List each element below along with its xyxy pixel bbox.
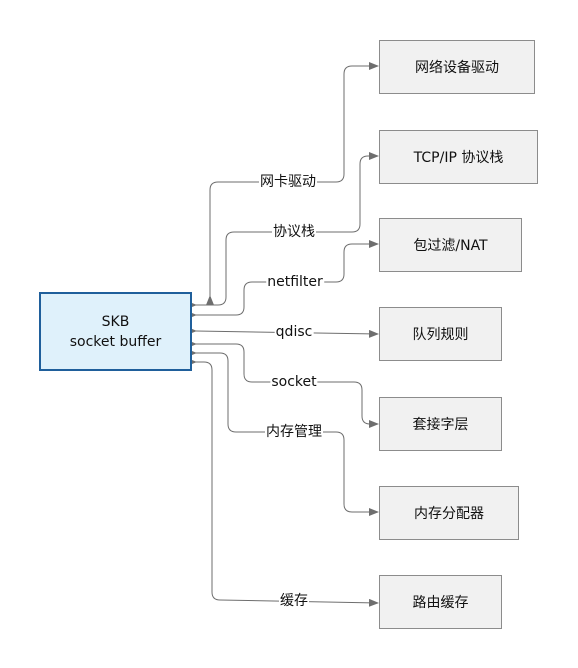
skb-node: SKB socket buffer	[39, 292, 192, 371]
target-route-cache: 路由缓存	[379, 575, 502, 629]
skb-subtitle: socket buffer	[69, 333, 162, 350]
edge-label-qdisc: qdisc	[274, 324, 314, 340]
target-tcpip-stack: TCP/IP 协议栈	[379, 130, 538, 184]
target-queue-discipline: 队列规则	[379, 307, 502, 361]
skb-title: SKB	[101, 313, 130, 330]
target-memory-allocator: 内存分配器	[379, 486, 519, 540]
edge-label-netfilter: netfilter	[266, 274, 324, 290]
target-packet-filter: 包过滤/NAT	[379, 218, 522, 272]
edge-label-protocol-stack: 协议栈	[272, 224, 316, 240]
edge-label-memory: 内存管理	[265, 424, 323, 440]
edge-label-cache: 缓存	[279, 593, 309, 609]
edge-label-socket: socket	[270, 374, 318, 390]
edge-cache	[187, 358, 379, 607]
target-network-device-driver: 网络设备驱动	[379, 40, 535, 94]
target-socket-layer: 套接字层	[379, 397, 502, 451]
edge-label-nic-driver: 网卡驱动	[259, 174, 317, 190]
